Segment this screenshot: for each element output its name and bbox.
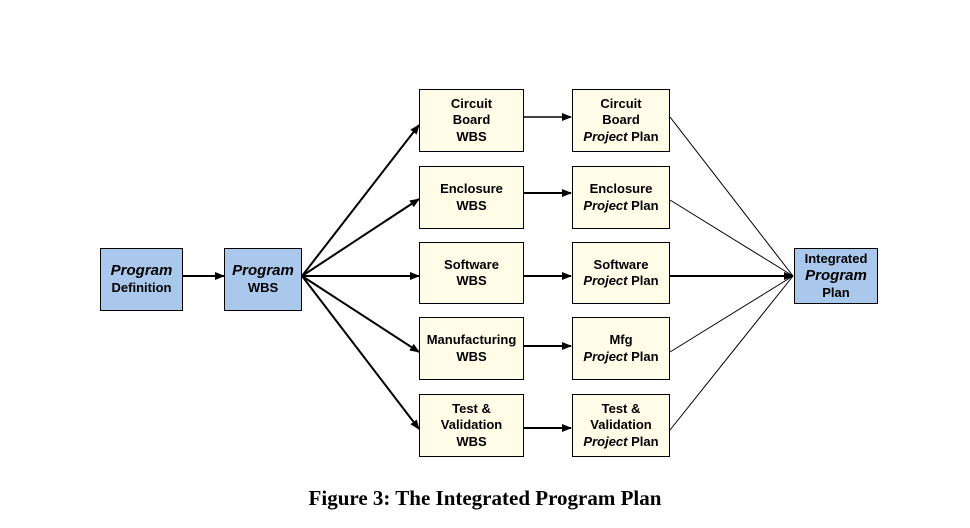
test-validation-plan-box: Test & Validation Project Plan — [572, 394, 670, 457]
line-circuit-plan-to-integrated — [669, 116, 794, 277]
circuit-board-plan-line1: Circuit — [600, 95, 642, 111]
arrow-wbs-to-enclosure — [301, 198, 420, 277]
figure-caption: Figure 3: The Integrated Program Plan — [308, 486, 662, 510]
line-enclosure-plan-to-integrated — [669, 199, 794, 277]
line-mfg-plan-to-integrated — [669, 275, 794, 353]
test-validation-plan-italic: Project — [583, 433, 628, 449]
mfg-plan-line2: Project Plan — [583, 349, 658, 366]
enclosure-plan-italic: Project — [583, 197, 628, 213]
circuit-board-wbs-line3: WBS — [456, 128, 487, 144]
circuit-board-wbs-box: Circuit Board WBS — [419, 89, 524, 152]
test-validation-wbs-line2: Validation — [440, 417, 503, 433]
test-validation-plan-line1: Test & — [601, 400, 641, 416]
arrow-wbs-to-manufacturing — [301, 275, 420, 353]
manufacturing-wbs-line2: WBS — [456, 348, 487, 364]
software-plan-line1: Software — [593, 256, 649, 272]
software-plan-suffix: Plan — [627, 273, 659, 288]
mfg-plan-suffix: Plan — [627, 348, 659, 364]
enclosure-plan-line2: Project Plan — [583, 198, 658, 215]
software-plan-box: Software Project Plan — [572, 242, 670, 304]
integrated-program-plan-box: Integrated Program Plan — [794, 248, 878, 304]
software-wbs-line1: Software — [444, 256, 499, 272]
circuit-board-plan-box: Circuit Board Project Plan — [572, 89, 670, 152]
enclosure-plan-box: Enclosure Project Plan — [572, 166, 670, 229]
mfg-plan-line1: Mfg — [609, 332, 633, 347]
software-wbs-box: Software WBS — [419, 242, 524, 304]
arrow-wbs-to-test — [301, 275, 420, 430]
circuit-board-wbs-line1: Circuit — [450, 95, 493, 111]
mfg-plan-italic: Project — [583, 348, 628, 364]
manufacturing-wbs-box: Manufacturing WBS — [419, 317, 524, 380]
program-definition-line2: Definition — [111, 280, 172, 296]
circuit-board-plan-line3: Project Plan — [583, 129, 658, 146]
integrated-plan-line2: Program — [805, 267, 867, 284]
arrow-wbs-to-circuit — [301, 124, 420, 277]
test-validation-wbs-box: Test & Validation WBS — [419, 394, 524, 457]
software-wbs-line2: WBS — [456, 273, 487, 288]
manufacturing-wbs-line1: Manufacturing — [426, 332, 517, 347]
program-wbs-line2: WBS — [247, 280, 279, 296]
test-validation-wbs-line3: WBS — [456, 433, 487, 449]
test-validation-plan-line2: Validation — [590, 417, 652, 433]
software-plan-line2: Project Plan — [583, 273, 658, 290]
enclosure-wbs-box: Enclosure WBS — [419, 166, 524, 229]
line-test-plan-to-integrated — [669, 275, 794, 431]
enclosure-plan-suffix: Plan — [627, 197, 659, 213]
enclosure-wbs-line1: Enclosure — [440, 181, 503, 196]
program-definition-line1: Program — [110, 262, 173, 280]
integrated-plan-line1: Integrated — [804, 250, 868, 266]
test-validation-wbs-line1: Test & — [452, 400, 491, 416]
software-plan-italic: Project — [583, 273, 628, 288]
circuit-board-plan-italic: Project — [583, 128, 628, 144]
mfg-plan-box: Mfg Project Plan — [572, 317, 670, 380]
integrated-plan-line3: Plan — [822, 285, 850, 300]
test-validation-plan-suffix: Plan — [627, 433, 659, 449]
program-wbs-line1: Program — [232, 262, 294, 280]
circuit-board-plan-line2: Board — [602, 112, 640, 128]
circuit-board-wbs-line2: Board — [452, 112, 491, 128]
test-validation-plan-line3: Project Plan — [583, 434, 658, 451]
circuit-board-plan-suffix: Plan — [627, 128, 659, 144]
program-definition-box: Program Definition — [100, 248, 183, 311]
enclosure-plan-line1: Enclosure — [589, 181, 653, 196]
program-wbs-box: Program WBS — [224, 248, 302, 311]
enclosure-wbs-line2: WBS — [456, 197, 487, 213]
